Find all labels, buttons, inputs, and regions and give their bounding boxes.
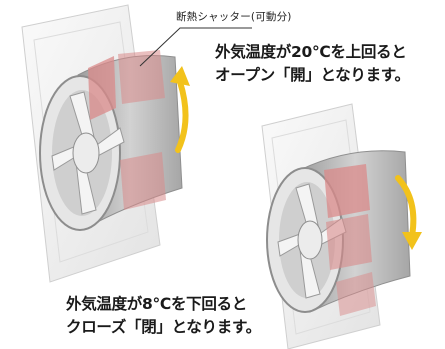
- open-fan-shutter: [88, 56, 116, 120]
- close-fan-illustration: [261, 103, 422, 349]
- open-arrow-icon: [175, 79, 189, 153]
- open-fan-illustration: [21, 4, 190, 283]
- open-caption-line2: オープン「開」となります。: [215, 66, 410, 84]
- close-arrow-icon: [395, 175, 417, 239]
- open-caption: 外気温度が20℃を上回ると オープン「開」となります。: [215, 41, 410, 87]
- close-caption-line2: クローズ「閉」となります。: [66, 318, 261, 336]
- close-fan-shutter: [324, 164, 370, 218]
- close-caption: 外気温度が8℃を下回ると クローズ「閉」となります。: [66, 293, 261, 339]
- shutter-callout-label: 断熱シャッター(可動分): [176, 11, 292, 23]
- callout-leader: [139, 27, 252, 67]
- close-caption-line1: 外気温度が8℃を下回ると: [66, 295, 247, 313]
- open-caption-line1: 外気温度が20℃を上回ると: [215, 43, 407, 61]
